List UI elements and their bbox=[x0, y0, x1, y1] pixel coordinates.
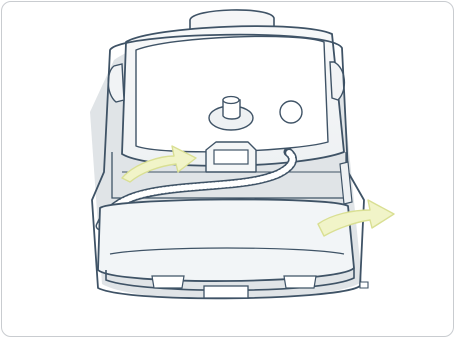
cpap-illustration bbox=[2, 2, 454, 337]
illustration-frame bbox=[1, 1, 454, 337]
round-port-icon bbox=[280, 101, 302, 123]
